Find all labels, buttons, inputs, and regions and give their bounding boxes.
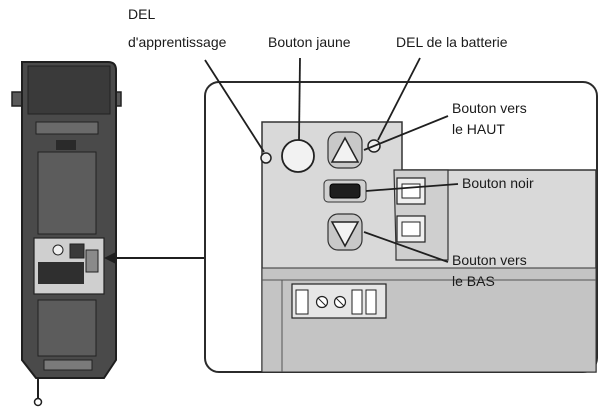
connector-pin-top bbox=[401, 183, 421, 199]
device-slot bbox=[56, 140, 76, 150]
down-arrow-icon bbox=[330, 221, 360, 248]
leader-yellow-button bbox=[298, 57, 301, 141]
leader-up-button bbox=[363, 115, 449, 151]
device-tab-left bbox=[11, 91, 23, 107]
device-connector bbox=[85, 249, 99, 273]
device-inner-panel bbox=[37, 151, 97, 235]
leader-learn-led bbox=[204, 59, 265, 153]
black-button bbox=[329, 183, 361, 199]
zoom-arrow bbox=[104, 252, 205, 264]
up-button-label-line1: Bouton vers bbox=[452, 100, 527, 116]
device-controls-dark bbox=[38, 262, 84, 284]
leader-battery-led bbox=[377, 57, 421, 141]
leader-lines bbox=[204, 57, 459, 263]
device-lower-panel bbox=[37, 299, 97, 357]
up-arrow-icon bbox=[330, 136, 360, 163]
device-bottom-grip bbox=[43, 359, 93, 371]
yellow-button-label: Bouton jaune bbox=[268, 34, 351, 50]
leader-black-button bbox=[365, 183, 459, 192]
device-cord-ring bbox=[33, 397, 43, 407]
device-top-cap bbox=[27, 65, 111, 115]
remote-device bbox=[11, 61, 122, 407]
device-window-top bbox=[35, 121, 99, 135]
learn-led-label-line2: d'apprentissage bbox=[128, 34, 227, 50]
leader-down-button bbox=[363, 231, 449, 263]
device-button-square bbox=[69, 243, 85, 259]
terminal-block bbox=[291, 283, 387, 319]
battery-led-label: DEL de la batterie bbox=[396, 34, 508, 50]
down-button-label-line1: Bouton vers bbox=[452, 252, 527, 268]
up-button-label-line2: le HAUT bbox=[452, 121, 505, 137]
learn-led-label-line1: DEL bbox=[128, 6, 156, 22]
connector-pin-bottom bbox=[401, 221, 421, 237]
control-board bbox=[260, 121, 597, 373]
learn-led bbox=[260, 152, 272, 164]
black-button-label: Bouton noir bbox=[462, 175, 534, 191]
yellow-button bbox=[281, 139, 315, 173]
down-button-label-line2: le BAS bbox=[452, 273, 495, 289]
device-button-small bbox=[52, 244, 64, 256]
